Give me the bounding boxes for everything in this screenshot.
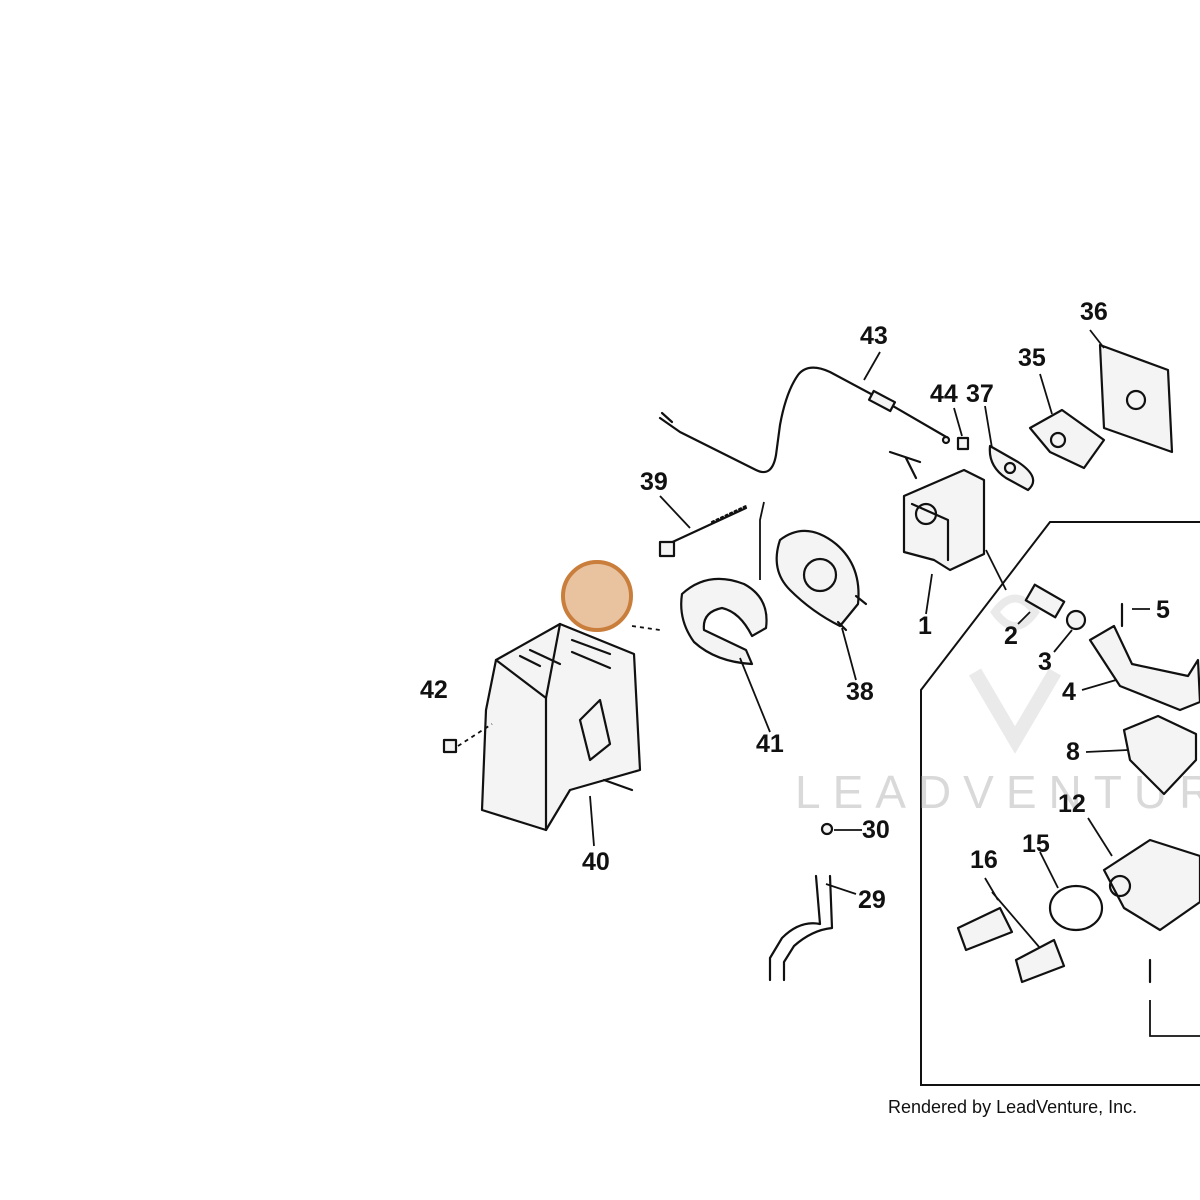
callout-16: 16 xyxy=(970,846,998,874)
part-41-element[interactable] xyxy=(680,577,768,666)
highlight-hotspot-circle[interactable] xyxy=(561,560,633,632)
part-39-bolt[interactable] xyxy=(658,504,748,558)
callout-4: 4 xyxy=(1062,678,1076,706)
callout-39: 39 xyxy=(640,468,668,496)
part-38-mounting-plate[interactable] xyxy=(775,529,868,632)
callout-labels: 43 44 37 36 35 39 1 2 3 4 5 8 38 41 42 4… xyxy=(420,298,1170,914)
callout-8: 8 xyxy=(1066,738,1080,766)
callout-29: 29 xyxy=(858,886,886,914)
watermark-logo xyxy=(968,594,1062,754)
callout-37: 37 xyxy=(966,380,994,408)
part-37-gasket[interactable] xyxy=(988,444,1035,492)
render-credit: Rendered by LeadVenture, Inc. xyxy=(888,1097,1138,1117)
callout-43: 43 xyxy=(860,322,888,350)
part-2-screw[interactable] xyxy=(1024,583,1066,619)
callout-2: 2 xyxy=(1004,622,1018,650)
callout-35: 35 xyxy=(1018,344,1046,372)
bolt-guide-line xyxy=(759,501,765,580)
inset-boundary xyxy=(920,521,1200,1086)
callout-36: 36 xyxy=(1080,298,1108,326)
part-36-plate[interactable] xyxy=(1098,343,1174,454)
part-30-cap[interactable] xyxy=(820,822,834,836)
callout-1: 1 xyxy=(918,612,932,640)
callout-41: 41 xyxy=(756,730,784,758)
callout-38: 38 xyxy=(846,678,874,706)
part-15-o-ring[interactable] xyxy=(1048,884,1104,932)
callout-30: 30 xyxy=(862,816,890,844)
part-1-carburetor[interactable] xyxy=(888,450,986,572)
part-8-lever[interactable] xyxy=(1122,714,1198,796)
part-16-bushings[interactable] xyxy=(956,906,1066,984)
callout-3: 3 xyxy=(1038,648,1052,676)
part-43-throttle-cable[interactable] xyxy=(658,366,951,474)
part-35-insulator[interactable] xyxy=(1028,408,1106,470)
cover-guide-line xyxy=(631,625,661,631)
part-4-bracket[interactable] xyxy=(1088,624,1200,712)
part-29-tube[interactable] xyxy=(768,874,822,982)
callout-5: 5 xyxy=(1156,596,1170,624)
part-40-cover[interactable] xyxy=(480,622,642,832)
part-12-body[interactable] xyxy=(1102,838,1200,932)
part-3-nut[interactable] xyxy=(1065,609,1087,631)
callout-44: 44 xyxy=(930,380,958,408)
leader-lines xyxy=(589,329,1200,1037)
callout-12: 12 xyxy=(1058,790,1086,818)
part-44-nut[interactable] xyxy=(956,436,970,451)
callout-40: 40 xyxy=(582,848,610,876)
callout-15: 15 xyxy=(1022,830,1050,858)
watermark-text: LEADVENTURE xyxy=(795,766,1200,818)
callout-42: 42 xyxy=(420,676,448,704)
part-42-screw[interactable] xyxy=(442,723,493,754)
